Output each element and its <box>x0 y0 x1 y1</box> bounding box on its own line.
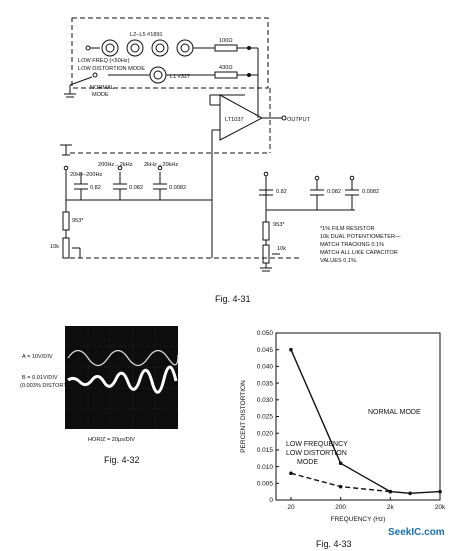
note-3: MATCH TRACKING 0.1% <box>320 242 384 248</box>
range-label-3: 2kHz→20kHz <box>144 162 178 168</box>
chart-annotation: NORMAL MODE <box>368 409 421 416</box>
resistor-430 <box>214 71 238 79</box>
normal-mode-label-2: MODE <box>92 92 109 98</box>
resistor-953-left-label: 953* <box>72 218 84 224</box>
note-5: VALUES 0.1%. <box>320 258 358 264</box>
left-cap-3-label: 0.0082 <box>169 185 186 191</box>
scope-screen <box>65 326 178 429</box>
y-tick-label: 0 <box>269 497 273 504</box>
scope-label-b-1: B = 0.01V/DIV <box>22 375 58 381</box>
range-label-2: 200Hz→2kHz <box>98 162 133 168</box>
y-tick-label: 0.025 <box>257 414 274 421</box>
data-point <box>338 461 343 466</box>
data-point <box>289 471 293 476</box>
inductor-single-label: L1 #327 <box>170 74 190 80</box>
left-cap-1 <box>74 172 88 200</box>
chart-annotation: LOW FREQUENCY <box>286 441 348 448</box>
fig-4-31-caption: Fig. 4-31 <box>215 294 251 304</box>
note-1: *1% FILM RESISTOR <box>320 226 375 232</box>
inductor-label: L2–L5 #1891 <box>130 32 163 38</box>
low-freq-label-1: LOW FREQ (<50Hz) <box>78 58 130 64</box>
y-axis-label: PERCENT DISTORTION <box>240 380 247 453</box>
scope-trace-a <box>67 349 179 367</box>
distortion-chart: 0 0.005 0.010 0.015 0.020 0.025 0.030 0.035 0.04… <box>240 330 446 523</box>
right-cap-2-label: 0.082 <box>327 189 341 195</box>
right-cap-1-label: 0.82 <box>276 189 287 195</box>
data-point <box>388 489 393 494</box>
left-cap-2 <box>113 172 127 200</box>
x-tick-label: 200 <box>335 504 346 511</box>
y-tick-label: 0.010 <box>257 464 274 471</box>
resistor-953-right-label: 953* <box>273 222 285 228</box>
chart-annotation: LOW DISTORTION <box>286 450 347 457</box>
potentiometer-left <box>62 237 70 259</box>
y-tick-label: 0.030 <box>257 397 274 404</box>
scope-photo <box>65 326 179 429</box>
resistor-953-right <box>262 221 270 241</box>
left-cap-2-label: 0.082 <box>129 185 143 191</box>
right-cap-1 <box>259 189 273 196</box>
y-tick-label: 0.035 <box>257 380 274 387</box>
chart-frame <box>275 332 441 501</box>
series-line-1 <box>290 349 441 495</box>
y-tick-label: 0.005 <box>257 481 274 488</box>
scope-horiz-label: HORIZ = 20μs/DIV <box>88 437 135 443</box>
resistor-430-label: 430Ω <box>219 65 233 71</box>
resistor-100-label: 100Ω <box>219 38 233 44</box>
switch-dashed-box <box>71 17 269 89</box>
right-cap-3 <box>345 175 359 210</box>
low-freq-label-2: LOW DISTORTION MODE <box>78 66 145 72</box>
x-axis-label: FREQUENCY (Hz) <box>331 516 386 523</box>
schematic <box>60 17 359 272</box>
fig-4-33-caption: Fig. 4-33 <box>316 539 352 549</box>
data-point <box>289 347 293 352</box>
fig-4-32-caption: Fig. 4-32 <box>104 455 140 465</box>
opamp-symbol <box>219 94 264 141</box>
data-point <box>438 489 442 494</box>
scope-label-b-2: (0.003% DISTORTION) <box>20 383 79 389</box>
output-label: OUTPUT <box>287 117 311 123</box>
left-cap-1-label: 0.82 <box>90 185 101 191</box>
y-tick-label: 0.015 <box>257 447 274 454</box>
note-2: 10k DUAL POTENTIOMETER— <box>320 234 401 240</box>
scope-label-a: A = 10V/DIV <box>22 354 53 360</box>
opamp-label: LT1037 <box>225 117 244 123</box>
inductor-chain <box>88 39 251 57</box>
data-point <box>338 484 343 489</box>
right-cap-2 <box>310 175 324 210</box>
pot-right-label: 10k <box>277 246 286 252</box>
inductor-single <box>108 66 251 84</box>
normal-mode-label-1: NORMAL <box>90 85 114 91</box>
pot-left-label: 10k <box>50 244 59 250</box>
data-point <box>408 491 412 496</box>
resistor-953-left <box>62 211 70 231</box>
right-cap-3-label: 0.0082 <box>362 189 379 195</box>
y-tick-label: 0.040 <box>257 364 274 371</box>
y-tick-label: 0.050 <box>257 330 274 337</box>
potentiometer-right <box>262 244 270 264</box>
watermark: SeekIC.com <box>388 527 445 538</box>
y-tick-label: 0.045 <box>257 347 274 354</box>
y-tick-label: 0.020 <box>257 430 274 437</box>
scope-trace-b <box>67 365 178 394</box>
left-cap-3 <box>153 172 167 200</box>
x-tick-label: 20k <box>435 504 446 511</box>
note-4: MATCH ALL LIKE CAPACITOR <box>320 250 398 256</box>
resistor-100 <box>214 44 238 52</box>
x-tick-label: 20 <box>287 504 295 511</box>
chart-annotation: MODE <box>297 459 318 466</box>
x-tick-label: 2k <box>387 504 395 511</box>
range-label-1: 20Hz–200Hz <box>70 172 103 178</box>
